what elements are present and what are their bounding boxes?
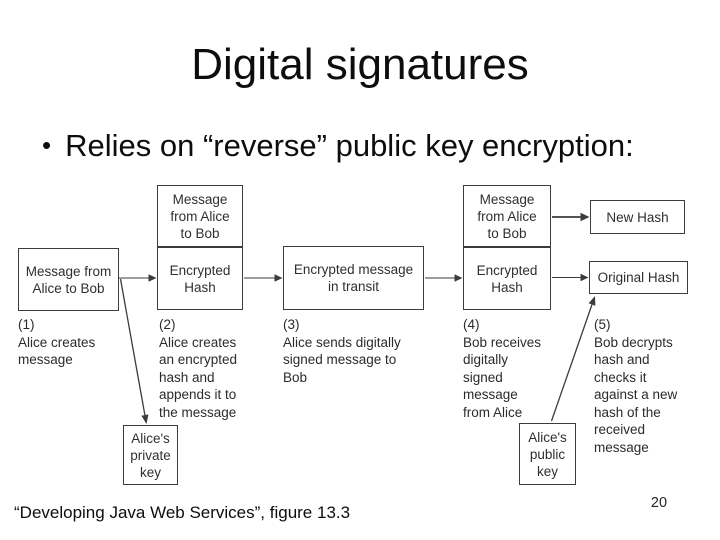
bullet-text: Relies on “reverse” public key encryptio… <box>65 128 634 163</box>
step-caption-3: (3) Alice sends digitally signed message… <box>283 317 401 385</box>
step-caption-2: (2) Alice creates an encrypted hash and … <box>159 317 238 420</box>
box-signed-message-bob-hash: Encrypted Hash <box>476 262 538 295</box>
step-caption-1: (1) Alice creates message <box>18 317 96 367</box>
arrowhead-box1-box2 <box>148 274 157 282</box>
bullet-item: • Relies on “reverse” public key encrypt… <box>42 127 682 164</box>
page-number: 20 <box>650 495 668 511</box>
box-encrypted-message-transit: Encrypted message in transit <box>283 246 424 310</box>
arrowhead-box4-original-hash <box>580 273 589 282</box>
box-signed-message-alice: Message from Alice to Bob Encrypted Hash <box>157 185 243 310</box>
arrowhead-original-hash <box>588 296 596 306</box>
box-alice-public-key: Alice's public key <box>519 423 576 485</box>
box-signed-message-alice-top: Message from Alice to Bob <box>158 186 242 248</box>
slide-title: Digital signatures <box>191 40 529 89</box>
box-new-hash: New Hash <box>590 200 685 234</box>
footer-citation: “Developing Java Web Services”, figure 1… <box>14 503 351 522</box>
box-signed-message-alice-hash: Encrypted Hash <box>169 262 231 295</box>
bullet-icon: • <box>42 130 52 160</box>
box-signed-message-bob: Message from Alice to Bob Encrypted Hash <box>463 185 551 310</box>
step-caption-5: (5) Bob decrypts hash and checks it agai… <box>594 317 678 455</box>
step-caption-4: (4) Bob receives digitally signed messag… <box>463 317 542 420</box>
arrowhead-private-key <box>141 414 149 424</box>
box-alice-private-key: Alice's private key <box>123 425 178 485</box>
arrowhead-box2-box3 <box>274 274 283 282</box>
box-signed-message-bob-top: Message from Alice to Bob <box>464 186 550 248</box>
box-message-from-alice: Message from Alice to Bob <box>18 248 119 311</box>
box-original-hash: Original Hash <box>589 261 688 294</box>
arrowhead-box4-new-hash <box>580 212 590 222</box>
arrowhead-box3-box4 <box>454 274 463 282</box>
